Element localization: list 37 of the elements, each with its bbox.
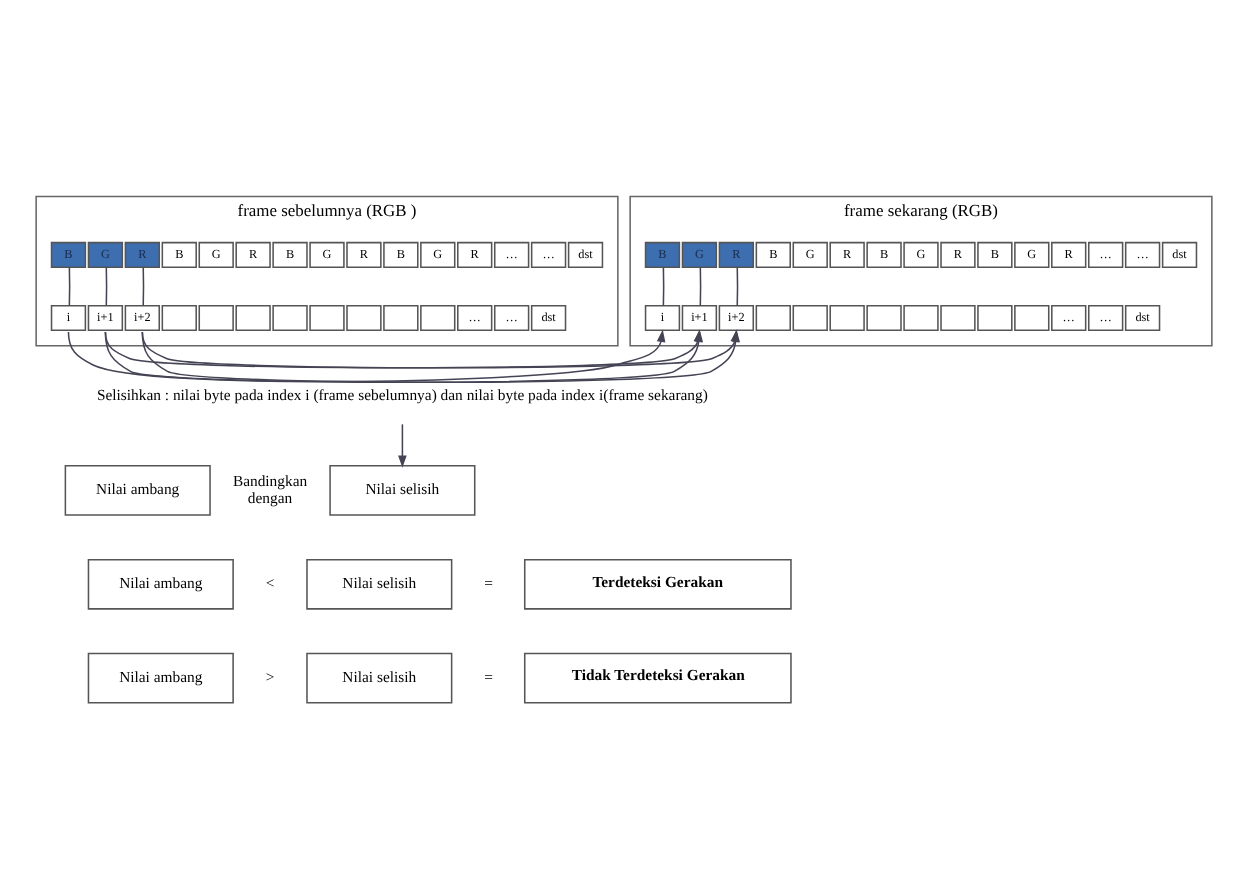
- node-box: [792, 304, 828, 332]
- node-box: [235, 304, 271, 332]
- connector: [105, 266, 108, 307]
- label: <: [265, 574, 275, 593]
- node-box: Tidak Terdeteksi Gerakan: [523, 652, 792, 704]
- node-box: Nilai selisih: [306, 558, 453, 610]
- node-box: [940, 304, 976, 332]
- label: Bandingkan dengan: [232, 471, 308, 507]
- node-box: [903, 304, 939, 332]
- node-box: Nilai ambang: [87, 652, 234, 704]
- node-box: [198, 304, 234, 332]
- node-box: [346, 304, 382, 332]
- node-box: [977, 304, 1013, 332]
- node-box: [866, 304, 902, 332]
- node-box: [829, 304, 865, 332]
- label: >: [265, 667, 275, 686]
- node-text: Selisihkan : nilai byte pada index i (frame sebelumnya) dan nilai byte pada index i(frame sekarang): [96, 386, 708, 405]
- node-box: Nilai ambang: [87, 558, 234, 610]
- node-box: Nilai selisih: [306, 652, 453, 704]
- node-box: Terdeteksi Gerakan: [523, 558, 792, 610]
- node-box: Nilai selisih: [329, 465, 476, 516]
- node-box: [161, 304, 197, 332]
- node-box: Nilai ambang: [64, 465, 211, 516]
- connector: [736, 266, 739, 307]
- connector: [142, 266, 145, 307]
- node-box: [383, 304, 419, 332]
- label: =: [484, 667, 493, 686]
- node-box: [755, 304, 791, 332]
- arrow: [398, 423, 407, 468]
- connector: [699, 266, 702, 307]
- label: =: [484, 574, 493, 593]
- node-box: [309, 304, 345, 332]
- connector: [662, 266, 665, 307]
- connector: [68, 266, 71, 307]
- node-box: [420, 304, 456, 332]
- node-box: [1014, 304, 1050, 332]
- node-box: [272, 304, 308, 332]
